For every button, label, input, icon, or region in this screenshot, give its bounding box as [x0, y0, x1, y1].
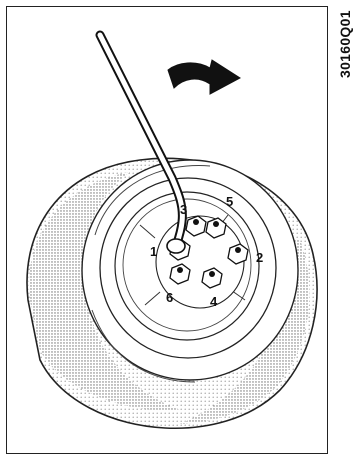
nut-label-1: 1 [150, 244, 157, 259]
nut-label-5: 5 [226, 194, 233, 209]
curved-arrow-right-icon [168, 60, 240, 94]
figure-code: 30160Q01 [337, 10, 353, 78]
lug-nut-3 [186, 216, 206, 236]
lug-nut-2 [228, 244, 248, 264]
nut-label-3: 3 [180, 202, 187, 217]
nut-label-2: 2 [256, 250, 263, 265]
nut-label-6: 6 [166, 290, 173, 305]
lug-nut-5 [206, 218, 226, 238]
lug-nut-4 [202, 268, 222, 288]
lug-nut-6 [170, 264, 190, 284]
nut-label-4: 4 [210, 294, 218, 309]
